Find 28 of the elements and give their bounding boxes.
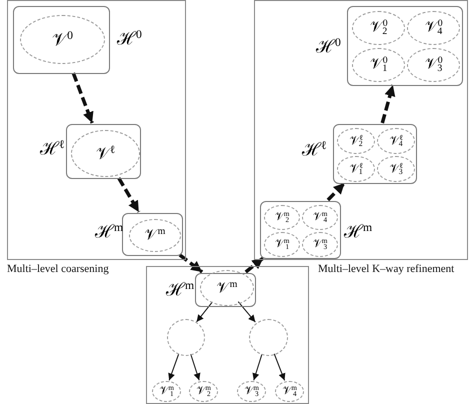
arrow [244, 256, 264, 274]
partition-ellipse [167, 319, 205, 356]
arrow [72, 72, 94, 124]
panel-caption: Multi–level coarsening [7, 263, 109, 275]
partition-ellipse: 𝒱$^{m}$ [129, 219, 181, 252]
partition-ellipse: 𝒱$^{0}$ [20, 15, 105, 64]
arrow [252, 354, 262, 381]
arrow [190, 354, 200, 381]
partition-ellipse [249, 319, 288, 356]
hypergraph-label: ℋ$^{m}$ [95, 222, 124, 240]
hypergraph-label: ℋ$^{0}$ [117, 29, 142, 48]
arrow [326, 182, 346, 202]
hypergraph-label: ℋ$^{m}$ [166, 280, 194, 298]
arrow [238, 301, 256, 323]
hypergraph-label: ℋ$^{ℓ}$ [302, 140, 327, 158]
arrow [274, 353, 286, 381]
hypergraph-label: ℋ$^{m}$ [344, 222, 372, 240]
arrow [168, 353, 180, 381]
partition-ellipse: 𝒱$^{m}$ [200, 270, 254, 306]
arrow [178, 254, 204, 274]
arrow [380, 84, 396, 124]
hypergraph-label: ℋ$^{0}$ [316, 37, 341, 56]
arrow [196, 301, 213, 322]
hypergraph-label: ℋ$^{ℓ}$ [40, 139, 65, 158]
panel-caption: Multi–level K–way refinement [318, 263, 454, 275]
arrow [117, 177, 140, 213]
panel-frame [146, 266, 309, 404]
partition-ellipse: 𝒱$^{ℓ}$ [71, 130, 140, 177]
